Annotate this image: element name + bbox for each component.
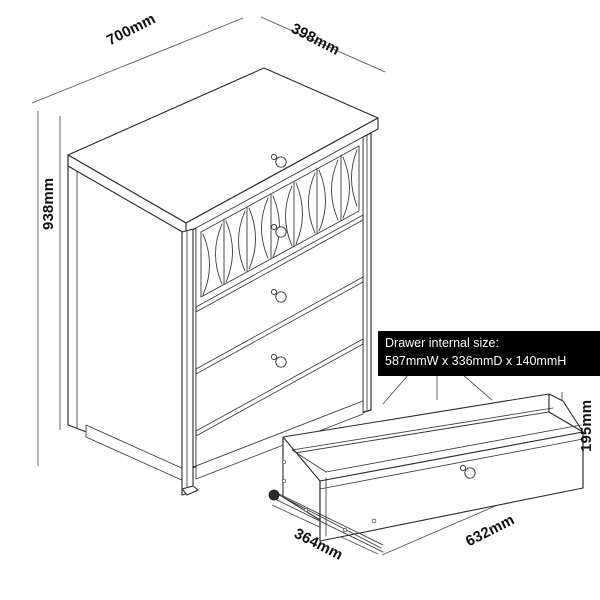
detached-drawer-inner-left-lip — [291, 449, 327, 473]
drawer-runner-slide — [268, 489, 384, 553]
drawer-knob-4[interactable] — [270, 353, 287, 368]
cabinet-leg-foot — [181, 485, 199, 496]
dimension-line-398 — [260, 16, 386, 73]
dimension-line-700 — [31, 17, 244, 104]
callout-value: 587mmW x 336mmD x 140mmH — [385, 353, 567, 368]
drawer-internal-size-callout: Drawer internal size: 587mmW x 336mmD x … — [378, 331, 600, 376]
drawer-knob-2[interactable] — [270, 223, 287, 238]
callout-leader-lines — [382, 373, 493, 405]
plinth-front — [195, 400, 364, 480]
callout-leader-right — [461, 373, 493, 401]
drawer-knob-1[interactable] — [270, 153, 287, 168]
detached-drawer-front-edge — [319, 438, 584, 490]
drawer-front-lattice[interactable] — [195, 136, 364, 308]
detached-drawer-inner-back-lip — [291, 407, 554, 451]
runner-end-cap — [268, 489, 280, 501]
drawer-fastener-1 — [281, 459, 287, 465]
callout-title: Drawer internal size: — [385, 336, 499, 350]
drawer-3-panel — [195, 281, 364, 432]
cabinet-top-edge-right — [185, 117, 379, 235]
drawer-knob-3[interactable] — [270, 288, 287, 303]
cabinet-assembly — [67, 67, 379, 496]
drawer-fastener-3 — [371, 518, 377, 524]
runner-screw-1 — [303, 507, 309, 513]
detached-drawer-front-top-lip — [325, 424, 582, 473]
lattice-pattern — [200, 145, 360, 298]
cabinet-base-plinth — [85, 228, 364, 496]
callout-leader-left — [382, 373, 410, 405]
drawer-front-3[interactable] — [195, 281, 364, 432]
dimension-label-drawer-height: 195mm — [578, 399, 595, 452]
dimension-label-height: 938mm — [40, 177, 57, 230]
detached-drawer-assembly — [268, 393, 584, 553]
runner-screw-2 — [342, 527, 348, 533]
detached-drawer-knob[interactable] — [459, 464, 476, 479]
drawer-fastener-2 — [281, 478, 287, 484]
cabinet-front-leg — [181, 228, 194, 496]
